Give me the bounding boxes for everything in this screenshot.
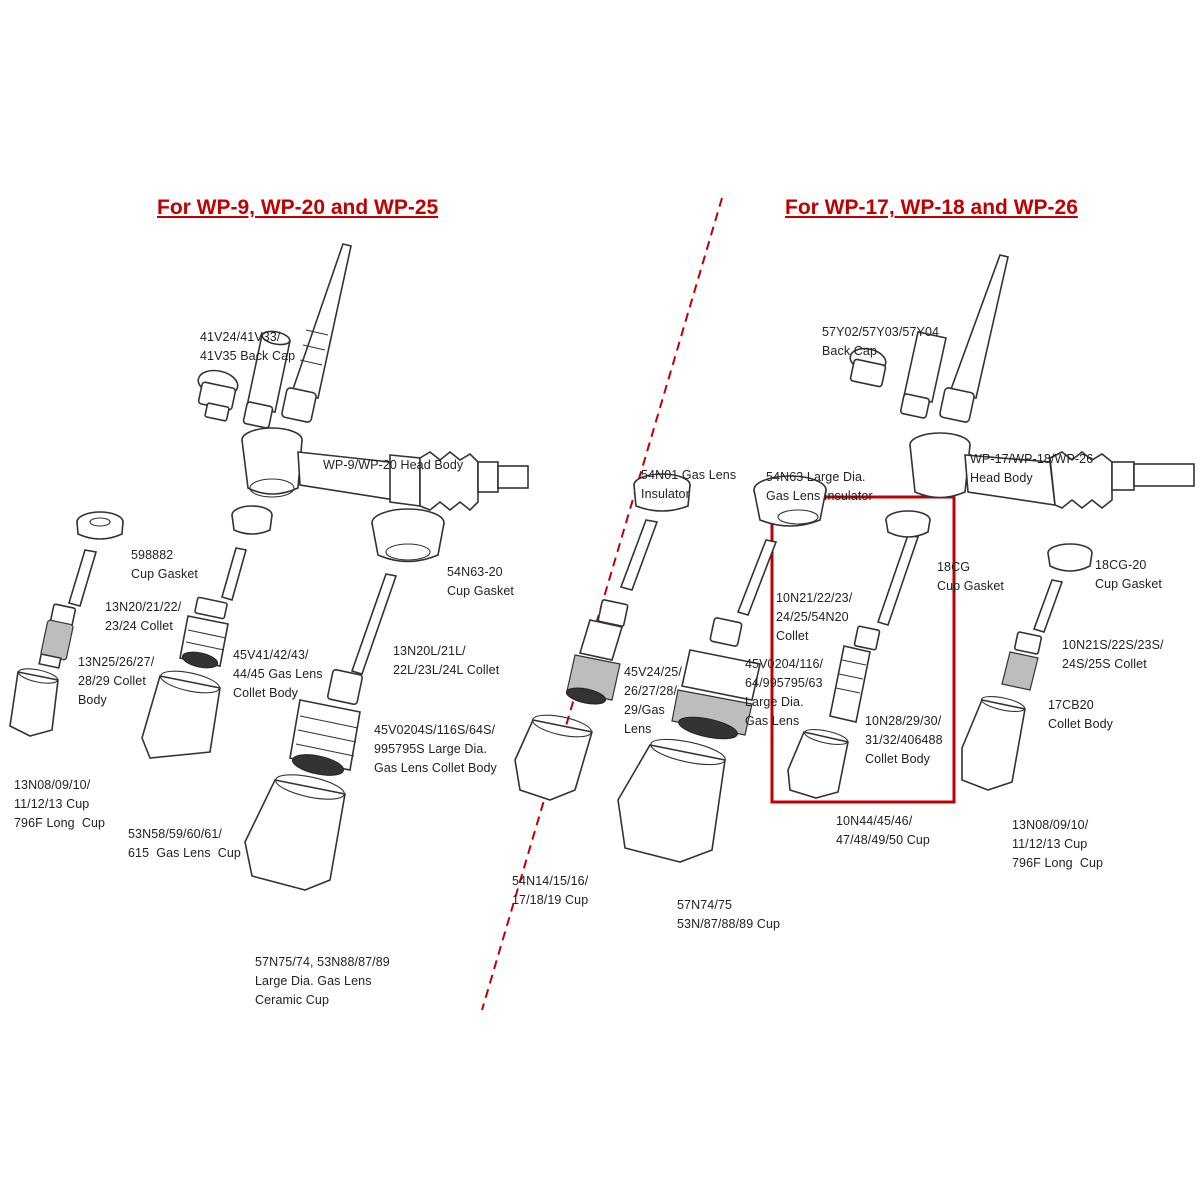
- gas-lens-collet-left: [221, 547, 248, 602]
- large-gas-lens-collet-body-left: [289, 668, 364, 776]
- collet-body-17cb20-right: [1001, 631, 1043, 691]
- label-cup-54n-right: 54N14/15/16/17/18/19 Cup: [512, 874, 589, 907]
- short-back-cap-right: [849, 347, 887, 388]
- head-body-left: [241, 427, 529, 512]
- cup-10n-right: [787, 729, 849, 799]
- cup-gasket-left: [76, 511, 124, 540]
- large-cup-gasket-left: [371, 508, 445, 563]
- large-cup-right: [617, 738, 726, 863]
- right-section-title: For WP-17, WP-18 and WP-26: [785, 196, 1078, 219]
- long-collet-left: [350, 573, 398, 675]
- large-gas-lens-right: [671, 617, 761, 740]
- cup-left: [9, 668, 59, 737]
- collet-10n-right: [876, 534, 920, 626]
- cup-13n-right: [961, 696, 1026, 791]
- large-gas-lens-collet-right: [736, 539, 778, 616]
- long-back-cap-right: [939, 254, 1009, 423]
- collet-body-10n-right: [829, 625, 881, 723]
- label-large-gas-lens-insulator-right: 54N63 Large Dia.Gas Lens Insulator: [766, 470, 873, 503]
- label-collet-10n-s-right: 10N21S/22S/23S/24S/25S Collet: [1062, 638, 1164, 671]
- large-gas-lens-insulator-right: [753, 475, 827, 527]
- label-back-cap-left: 41V24/41V33/41V35 Back Cap: [200, 330, 296, 363]
- label-long-collet-left: 13N20L/21L/22L/23L/24L Collet: [393, 644, 500, 677]
- label-cup-10n-right: 10N44/45/46/47/48/49/50 Cup: [836, 814, 930, 847]
- gas-lens-right: [565, 599, 629, 705]
- gas-lens-collet-body-left: [179, 596, 229, 669]
- label-gas-lens-cup-left: 53N58/59/60/61/615 Gas Lens Cup: [128, 827, 241, 860]
- highlight-box: [770, 495, 956, 804]
- gas-lens-gasket-left: [231, 505, 273, 535]
- cup-gasket-18cg-right: [885, 510, 931, 538]
- collet-left: [67, 549, 98, 607]
- head-body-right: [909, 432, 1195, 510]
- gas-lens-cup-left: [141, 670, 221, 759]
- label-large-gas-lens-collet-body-left: 45V0204S/116S/64S/995795S Large Dia.Gas …: [374, 723, 497, 775]
- label-head-body-left: WP-9/WP-20 Head Body: [323, 458, 464, 472]
- medium-back-cap-left: [242, 330, 291, 429]
- left-section-title: For WP-9, WP-20 and WP-25: [157, 196, 439, 219]
- cup-54n-right: [514, 714, 594, 801]
- large-ceramic-cup-left: [244, 774, 346, 891]
- label-collet-left: 13N20/21/22/23/24 Collet: [105, 600, 182, 633]
- short-back-cap-left: [197, 369, 239, 422]
- collet-10n-s-right: [1032, 579, 1064, 633]
- gas-lens-collet-right: [619, 519, 659, 591]
- collet-body-left: [38, 603, 77, 669]
- cup-gasket-18cg-20-right: [1047, 543, 1093, 572]
- medium-back-cap-right: [899, 331, 947, 419]
- long-back-cap-left: [281, 243, 352, 423]
- gas-lens-insulator-right: [633, 473, 691, 512]
